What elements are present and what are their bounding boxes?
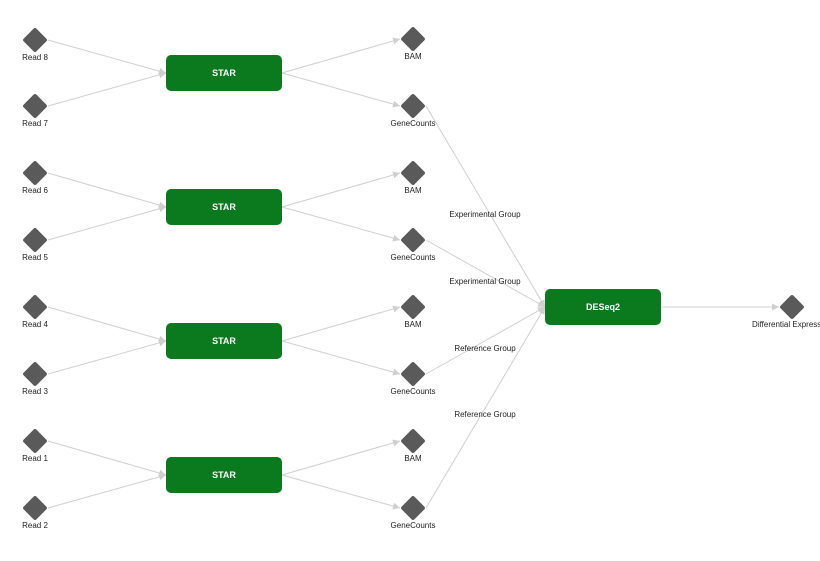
edge-label-gc1: Experimental Group <box>449 210 521 219</box>
data-node-label: Differential Expression <box>752 320 820 329</box>
edge-gc2-to-deseq2 <box>425 239 546 308</box>
tool-box[interactable] <box>166 323 282 359</box>
data-node-label: BAM <box>404 52 422 61</box>
tool-label: STAR <box>212 336 236 346</box>
edge-label-gc4: Reference Group <box>454 410 516 419</box>
data-node-read3[interactable]: Read 3 <box>22 361 48 396</box>
data-node-label: GeneCounts <box>391 253 436 262</box>
data-node-label: GeneCounts <box>391 387 436 396</box>
data-node-bam2[interactable]: BAM <box>400 160 425 195</box>
diamond-icon[interactable] <box>22 27 47 52</box>
diamond-icon[interactable] <box>22 361 47 386</box>
edge-star1-to-bam1 <box>281 37 401 74</box>
tool-label: STAR <box>212 202 236 212</box>
data-node-gc4[interactable]: GeneCounts <box>391 495 436 530</box>
tool-box[interactable] <box>545 289 661 325</box>
data-node-label: Read 8 <box>22 53 48 62</box>
diamond-icon[interactable] <box>400 227 425 252</box>
diamond-icon[interactable] <box>22 428 47 453</box>
edge-label-gc2: Experimental Group <box>449 277 521 286</box>
diamond-icon[interactable] <box>22 160 47 185</box>
edge-label-gc3: Reference Group <box>454 344 516 353</box>
edge-gc4-to-deseq2 <box>425 306 546 509</box>
diamond-icon[interactable] <box>779 294 804 319</box>
edge-gc1-to-deseq2 <box>425 105 546 308</box>
diamond-icon[interactable] <box>400 93 425 118</box>
tool-node-star3[interactable]: STAR <box>166 323 282 359</box>
data-node-read1[interactable]: Read 1 <box>22 428 48 463</box>
tool-box[interactable] <box>166 55 282 91</box>
data-node-read8[interactable]: Read 8 <box>22 27 48 62</box>
data-node-bam1[interactable]: BAM <box>400 26 425 61</box>
data-node-label: BAM <box>404 454 422 463</box>
edge-gc3-to-deseq2 <box>425 306 546 375</box>
diamond-icon[interactable] <box>22 93 47 118</box>
data-node-read6[interactable]: Read 6 <box>22 160 48 195</box>
tool-label: STAR <box>212 470 236 480</box>
data-node-read4[interactable]: Read 4 <box>22 294 48 329</box>
edge-star1-to-gc1 <box>281 72 401 108</box>
edge-read6-to-star2 <box>47 172 167 209</box>
edge-read3-to-star3 <box>47 339 167 375</box>
data-node-gc2[interactable]: GeneCounts <box>391 227 436 262</box>
data-node-bam3[interactable]: BAM <box>400 294 425 329</box>
data-node-read2[interactable]: Read 2 <box>22 495 48 530</box>
edge-read8-to-star1 <box>47 39 167 75</box>
data-node-label: Read 4 <box>22 320 48 329</box>
diamond-icon[interactable] <box>400 361 425 386</box>
data-node-read7[interactable]: Read 7 <box>22 93 48 128</box>
diamond-icon[interactable] <box>22 227 47 252</box>
edge-read1-to-star4 <box>47 440 167 477</box>
edge-read4-to-star3 <box>47 306 167 343</box>
edge-star4-to-bam4 <box>281 439 401 476</box>
edge-read2-to-star4 <box>47 473 167 509</box>
edge-star2-to-gc2 <box>281 206 401 242</box>
diamond-icon[interactable] <box>400 160 425 185</box>
edge-read5-to-star2 <box>47 205 167 241</box>
data-node-label: Read 2 <box>22 521 48 530</box>
tool-label: DESeq2 <box>586 302 620 312</box>
data-node-diffexp[interactable]: Differential Expression <box>752 294 820 329</box>
edge-star2-to-bam2 <box>281 171 401 208</box>
nodes-layer: STAR STAR STAR STAR DESeq2 Read 8 Read 7 Read 6… <box>22 26 820 530</box>
edge-read7-to-star1 <box>47 71 167 107</box>
diamond-icon[interactable] <box>22 294 47 319</box>
data-node-label: BAM <box>404 186 422 195</box>
data-node-label: GeneCounts <box>391 119 436 128</box>
tool-label: STAR <box>212 68 236 78</box>
data-node-label: Read 1 <box>22 454 48 463</box>
tool-node-star2[interactable]: STAR <box>166 189 282 225</box>
data-node-label: GeneCounts <box>391 521 436 530</box>
edge-star3-to-bam3 <box>281 305 401 342</box>
data-node-label: Read 6 <box>22 186 48 195</box>
data-node-label: Read 7 <box>22 119 48 128</box>
tool-node-star4[interactable]: STAR <box>166 457 282 493</box>
data-node-gc1[interactable]: GeneCounts <box>391 93 436 128</box>
edges-layer <box>47 37 779 510</box>
diamond-icon[interactable] <box>400 495 425 520</box>
diamond-icon[interactable] <box>22 495 47 520</box>
tool-box[interactable] <box>166 189 282 225</box>
data-node-label: BAM <box>404 320 422 329</box>
data-node-label: Read 3 <box>22 387 48 396</box>
edge-star4-to-gc4 <box>281 474 401 510</box>
data-node-read5[interactable]: Read 5 <box>22 227 48 262</box>
tool-node-star1[interactable]: STAR <box>166 55 282 91</box>
data-node-gc3[interactable]: GeneCounts <box>391 361 436 396</box>
tool-node-deseq2[interactable]: DESeq2 <box>545 289 661 325</box>
diamond-icon[interactable] <box>400 428 425 453</box>
edge-star3-to-gc3 <box>281 340 401 376</box>
tool-box[interactable] <box>166 457 282 493</box>
diamond-icon[interactable] <box>400 26 425 51</box>
data-node-label: Read 5 <box>22 253 48 262</box>
diamond-icon[interactable] <box>400 294 425 319</box>
data-node-bam4[interactable]: BAM <box>400 428 425 463</box>
